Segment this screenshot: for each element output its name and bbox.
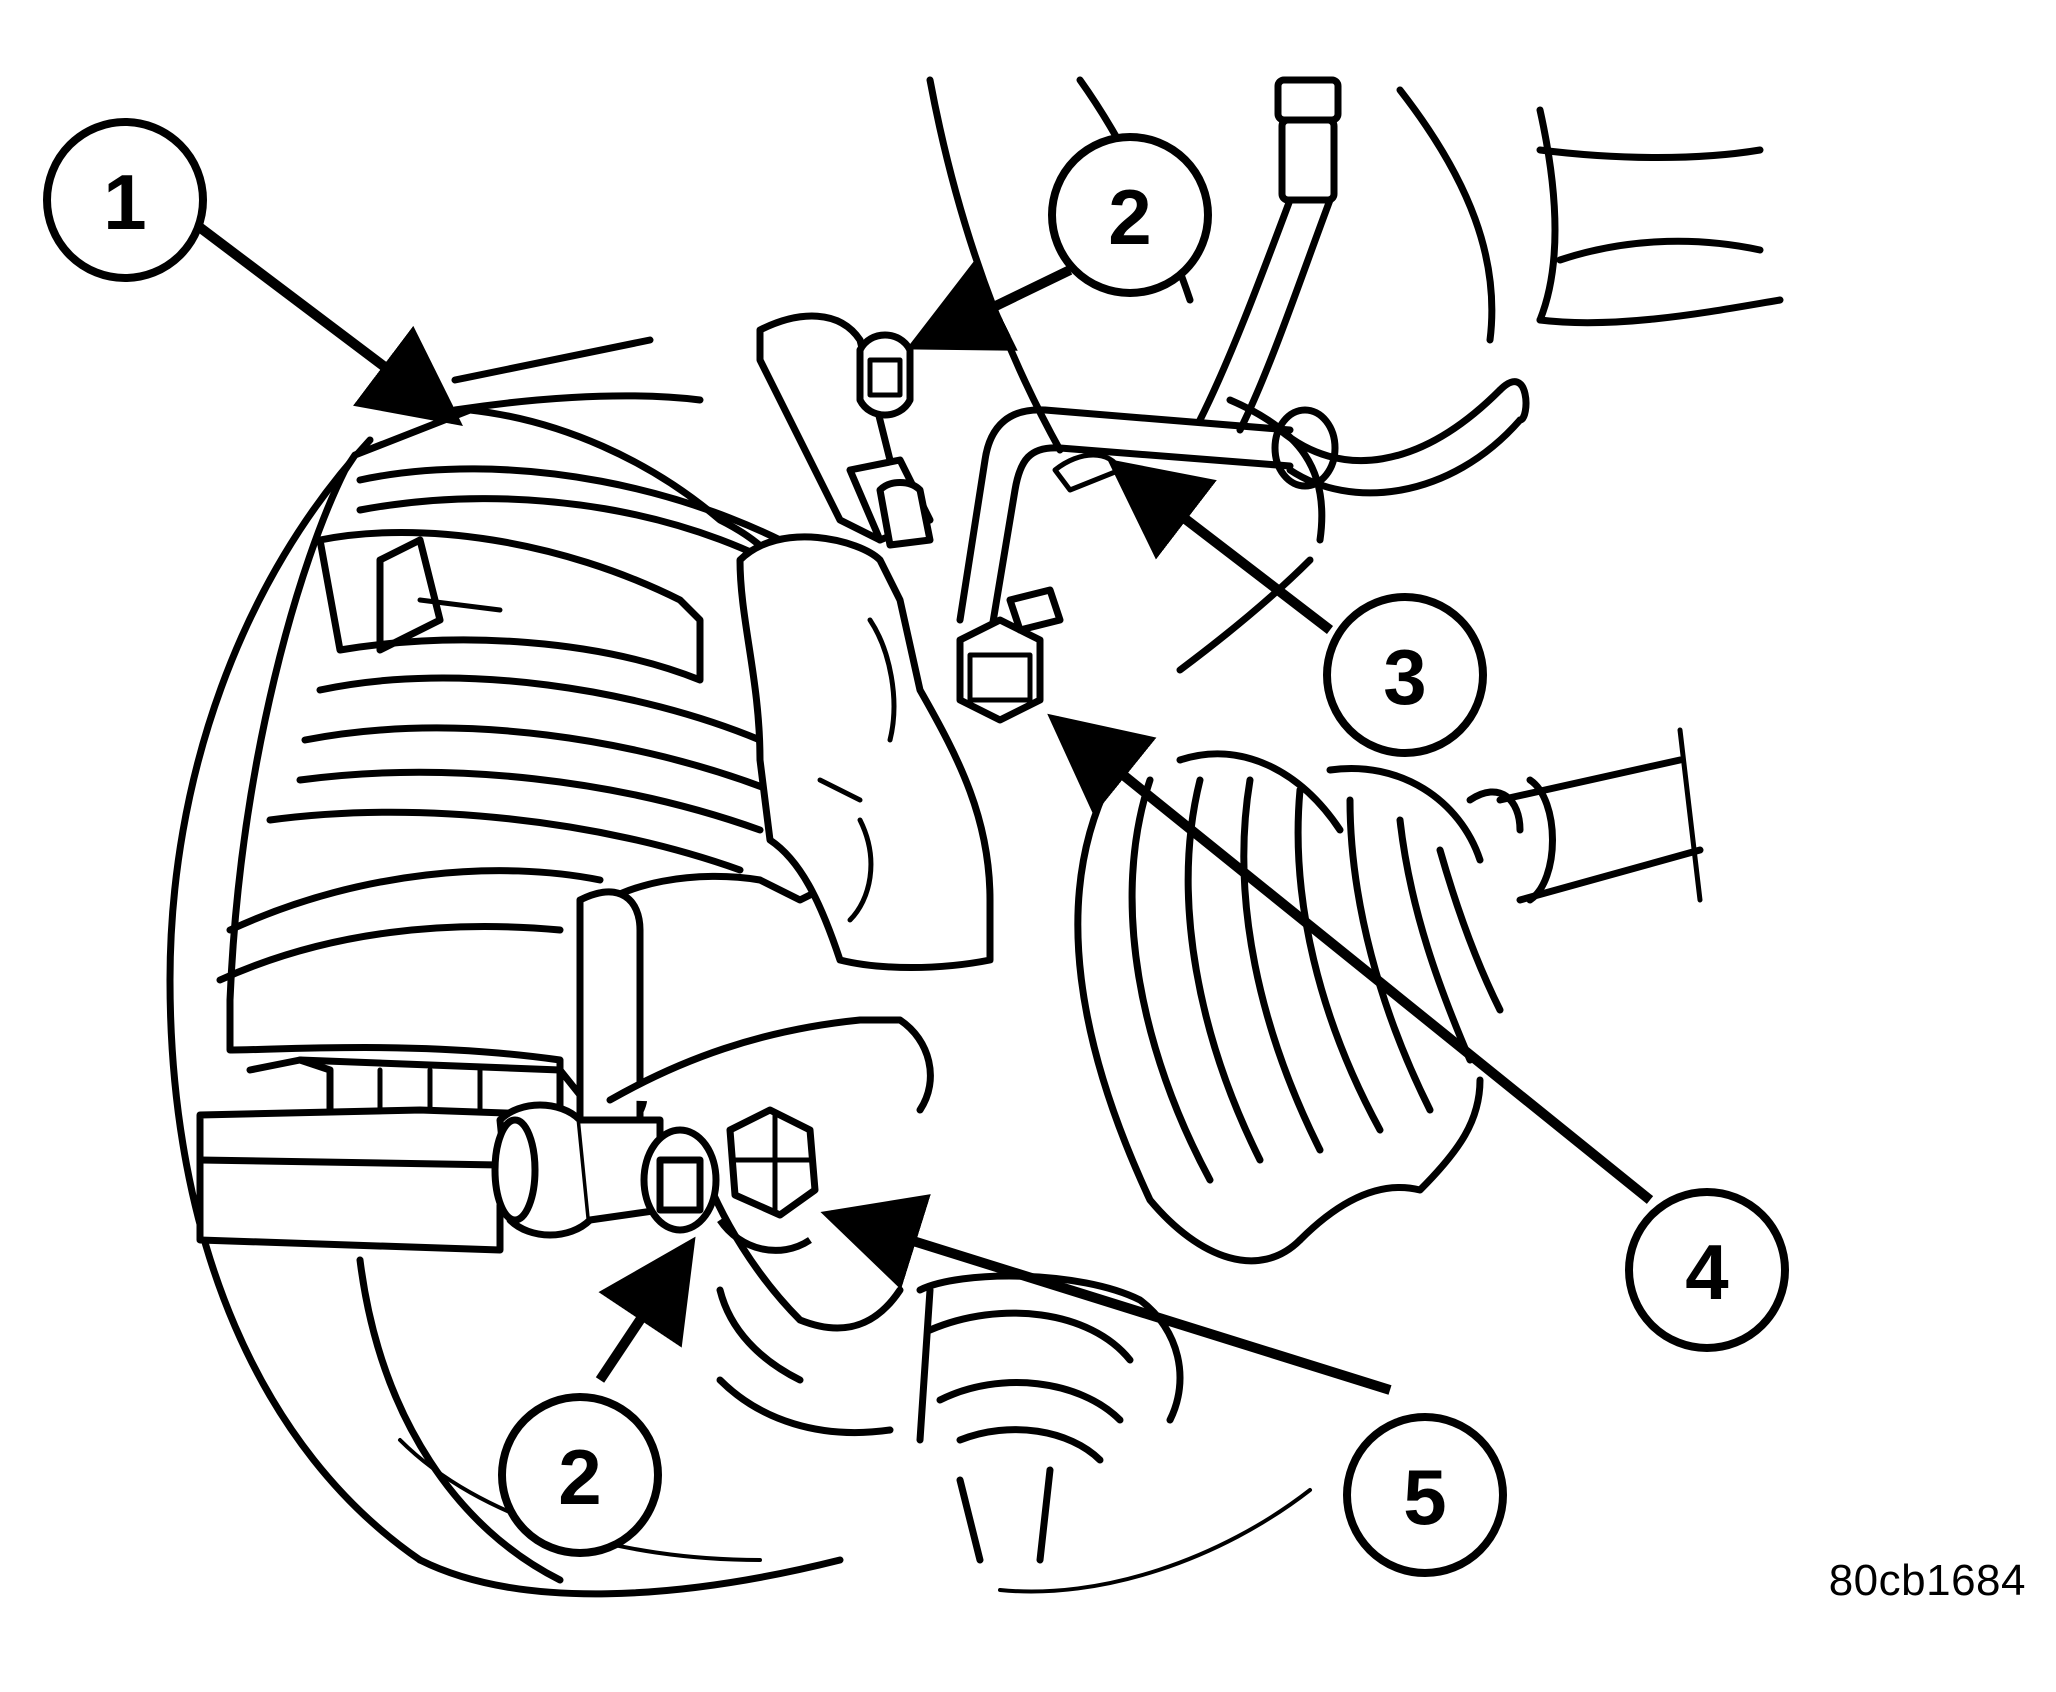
guide-pin-lower — [491, 1101, 664, 1239]
arrow-4 — [1047, 713, 1654, 1204]
callout-5-label: 5 — [1403, 1453, 1446, 1541]
brake-rotor — [166, 436, 1312, 1598]
cv-boot — [1074, 727, 1704, 1265]
arrow-1 — [186, 216, 463, 427]
mounting-bolt-lower — [717, 1106, 819, 1254]
callout-arrows — [186, 216, 1654, 1395]
callout-3: 3 — [1323, 593, 1487, 757]
callout-4-label: 4 — [1685, 1228, 1728, 1316]
banjo-bolt — [956, 586, 1064, 724]
arrow-5 — [820, 1194, 1392, 1395]
guide-pin-bolt-lower — [640, 1126, 720, 1234]
callout-1-label: 1 — [103, 158, 146, 246]
callout-2-lower-label: 2 — [558, 1433, 601, 1521]
tie-rod-end — [916, 1272, 1184, 1564]
brake-hose — [1196, 76, 1530, 497]
callout-2-upper-label: 2 — [1108, 173, 1151, 261]
arrow-2-upper — [905, 260, 1073, 351]
steering-knuckle — [926, 76, 1784, 674]
arrow-2-lower — [595, 1236, 696, 1383]
callout-2-lower: 2 — [498, 1393, 662, 1557]
arrow-3 — [1107, 458, 1334, 634]
callout-1: 1 — [43, 118, 207, 282]
figure-id: 80cb1684 — [1828, 1556, 2026, 1605]
guide-pin-bolt-upper — [856, 331, 934, 549]
caliper-piston-housing — [736, 533, 994, 971]
callout-2-upper: 2 — [1048, 133, 1212, 297]
callout-4: 4 — [1625, 1188, 1789, 1352]
callout-3-label: 3 — [1383, 633, 1426, 721]
callout-5: 5 — [1343, 1413, 1507, 1577]
